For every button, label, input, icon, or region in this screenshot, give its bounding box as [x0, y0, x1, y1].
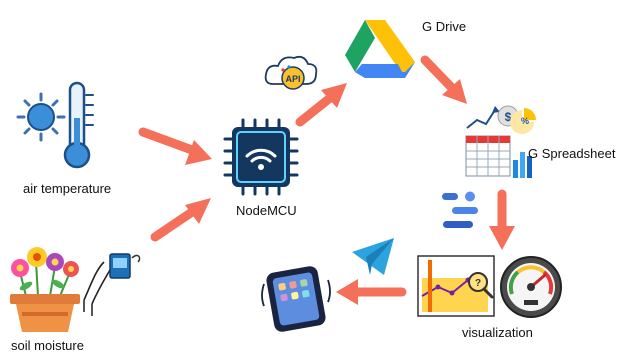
- arrow-visualization-to-phone: [336, 279, 407, 305]
- label-gspreadsheet: G Spreadsheet: [528, 146, 616, 161]
- spreadsheet-icon: $ %: [465, 105, 536, 178]
- label-gdrive: G Drive: [422, 19, 467, 34]
- telegram-icon: [352, 238, 394, 275]
- svg-text:?: ?: [475, 278, 481, 289]
- smartphone-icon: [261, 266, 331, 332]
- gauge-icon: [500, 256, 562, 318]
- wifi-chip-icon: [223, 118, 299, 196]
- percent-sign: %: [521, 116, 529, 126]
- api-badge-text: API: [285, 74, 300, 84]
- dashboard-chart-icon: ?: [417, 255, 495, 317]
- label-nodemcu: NodeMCU: [236, 203, 297, 218]
- data-studio-icon: [442, 191, 478, 228]
- arrow-gdrive-to-sheet: [420, 55, 467, 104]
- thermometer-icon: [63, 81, 94, 169]
- label-visualization: visualization: [462, 325, 533, 340]
- arrow-sheet-to-visualization: [489, 189, 515, 250]
- cloud-api-icon: API: [264, 55, 318, 90]
- label-soil-moisture: soil moisture: [11, 338, 84, 353]
- arrow-soil-to-nodemcu: [150, 198, 211, 242]
- arrow-nodemcu-to-gdrive: [295, 83, 347, 127]
- google-drive-icon: [345, 20, 415, 78]
- sun-icon: [16, 92, 66, 142]
- flower-pot-icon: [10, 247, 80, 332]
- label-air-temperature: air temperature: [23, 181, 112, 196]
- dollar-sign: $: [505, 110, 512, 124]
- soil-sensor-icon: [83, 253, 141, 316]
- arrow-air-to-nodemcu: [138, 127, 212, 165]
- flow-arrows: [138, 55, 515, 305]
